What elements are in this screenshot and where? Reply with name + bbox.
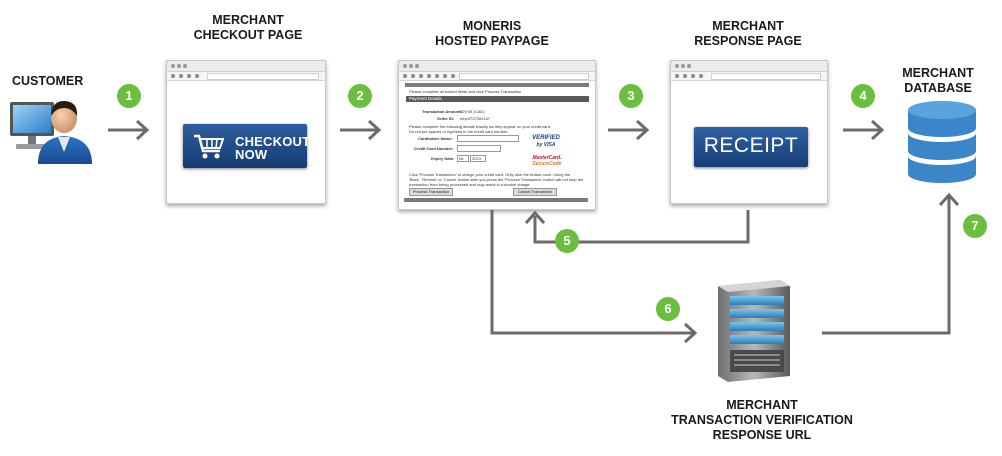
database-icon <box>908 101 976 183</box>
response-page-title: MERCHANT RESPONSE PAGE <box>688 19 808 49</box>
mastercard-securecode-logo: MasterCard. SecureCode <box>530 155 564 169</box>
shopping-cart-icon <box>194 134 225 159</box>
server-icon <box>718 280 790 382</box>
step-badge-7: 7 <box>963 214 987 238</box>
card-number-input[interactable] <box>457 145 501 152</box>
browser-toolbar <box>399 72 595 81</box>
expiry-year-select[interactable]: 2013 <box>470 155 486 162</box>
checkout-button-line1: CHECKOUT <box>235 134 311 149</box>
paypage-title-line2: HOSTED PAYPAGE <box>435 34 549 48</box>
paypage-footer-bar <box>404 198 588 202</box>
verification-title: MERCHANT TRANSACTION VERIFICATION RESPON… <box>652 398 872 443</box>
footer-note-1: Click 'Process Transaction' to charge yo… <box>409 172 571 177</box>
order-id-value: mhp3737300167 <box>460 116 491 121</box>
customer-label: CUSTOMER <box>12 74 84 88</box>
checkout-page-title: MERCHANT CHECKOUT PAGE <box>188 13 308 43</box>
response-title-line1: MERCHANT <box>712 19 784 33</box>
response-title-line2: RESPONSE PAGE <box>694 34 802 48</box>
cardholder-name-input[interactable] <box>457 135 519 142</box>
verification-title-line2: TRANSACTION VERIFICATION <box>671 413 853 427</box>
amount-value: $29.95 (CAD) <box>460 109 485 114</box>
checkout-button-line2: NOW <box>235 147 268 162</box>
customer-title: CUSTOMER <box>12 74 83 89</box>
database-title-line1: MERCHANT <box>902 66 974 80</box>
arrow-1-head <box>135 119 150 141</box>
arrow-6-head <box>683 322 698 344</box>
card-instructions-2: Do not put spaces or hyphens in the cred… <box>409 129 509 134</box>
database-title: MERCHANT DATABASE <box>878 66 998 96</box>
footer-note-2: 'Back', 'Refresh' or 'Cancel' button aft… <box>409 177 584 182</box>
browser-titlebar <box>399 61 595 72</box>
verification-title-line1: MERCHANT <box>726 398 798 412</box>
step-badge-4: 4 <box>851 84 875 108</box>
process-transaction-button[interactable]: Process Transaction <box>409 188 453 196</box>
vbv-line1: VERIFIED <box>532 135 560 141</box>
customer-icon <box>10 100 92 164</box>
arrow-5-head <box>524 210 546 225</box>
checkout-now-button[interactable]: CHECKOUT NOW <box>183 124 310 168</box>
checkout-title-line1: MERCHANT <box>212 13 284 27</box>
browser-titlebar <box>167 61 325 72</box>
arrow-5 <box>533 210 750 244</box>
mc-line2: SecureCode <box>532 161 562 167</box>
verified-by-visa-logo: VERIFIED by VISA <box>530 135 562 151</box>
step-badge-6: 6 <box>656 297 680 321</box>
arrow-6 <box>490 210 694 335</box>
expiry-month-select[interactable]: 08 <box>457 155 469 162</box>
footer-note-3: transaction from being processed and may… <box>409 182 531 187</box>
step-badge-3: 3 <box>619 84 643 108</box>
arrow-2-head <box>367 119 382 141</box>
arrow-3-head <box>635 119 650 141</box>
database-title-line2: DATABASE <box>904 81 972 95</box>
paypage-title-line1: MONERIS <box>462 19 522 33</box>
verification-title-line3: RESPONSE URL <box>712 428 812 442</box>
browser-toolbar <box>671 72 827 81</box>
card-instructions-1: Please complete the following details ex… <box>409 124 552 129</box>
card-number-label: Credit Card Number: <box>414 146 454 151</box>
arrow-7-head <box>938 192 960 207</box>
payment-details-header: Payment Details <box>406 96 589 102</box>
browser-titlebar <box>671 61 827 72</box>
checkout-button-label: CHECKOUT NOW <box>235 135 310 161</box>
amount-label: Transaction Amount: <box>422 109 462 114</box>
cancel-transaction-button[interactable]: Cancel Transaction <box>513 188 557 196</box>
receipt-button[interactable]: RECEIPT <box>694 127 808 167</box>
expiry-year-value: 2013 <box>472 156 481 161</box>
browser-toolbar <box>167 72 325 81</box>
paypage-title: MONERIS HOSTED PAYPAGE <box>432 19 552 49</box>
mc-line1: MasterCard. <box>532 155 562 161</box>
arrow-4-head <box>870 119 885 141</box>
step-badge-2: 2 <box>348 84 372 108</box>
order-id-label: Order ID: <box>437 116 455 121</box>
cardholder-name-label: Cardholder Name: <box>418 136 453 141</box>
expiry-month-value: 08 <box>459 156 464 161</box>
expiry-date-label: Expiry Date: <box>431 156 455 161</box>
step-badge-1: 1 <box>117 84 141 108</box>
vbv-line2: by VISA <box>536 142 556 148</box>
arrow-7 <box>822 196 951 335</box>
step-badge-5: 5 <box>555 229 579 253</box>
checkout-title-line2: CHECKOUT PAGE <box>193 28 303 42</box>
paypage-intro: Please complete all bolded fields and cl… <box>409 89 522 94</box>
